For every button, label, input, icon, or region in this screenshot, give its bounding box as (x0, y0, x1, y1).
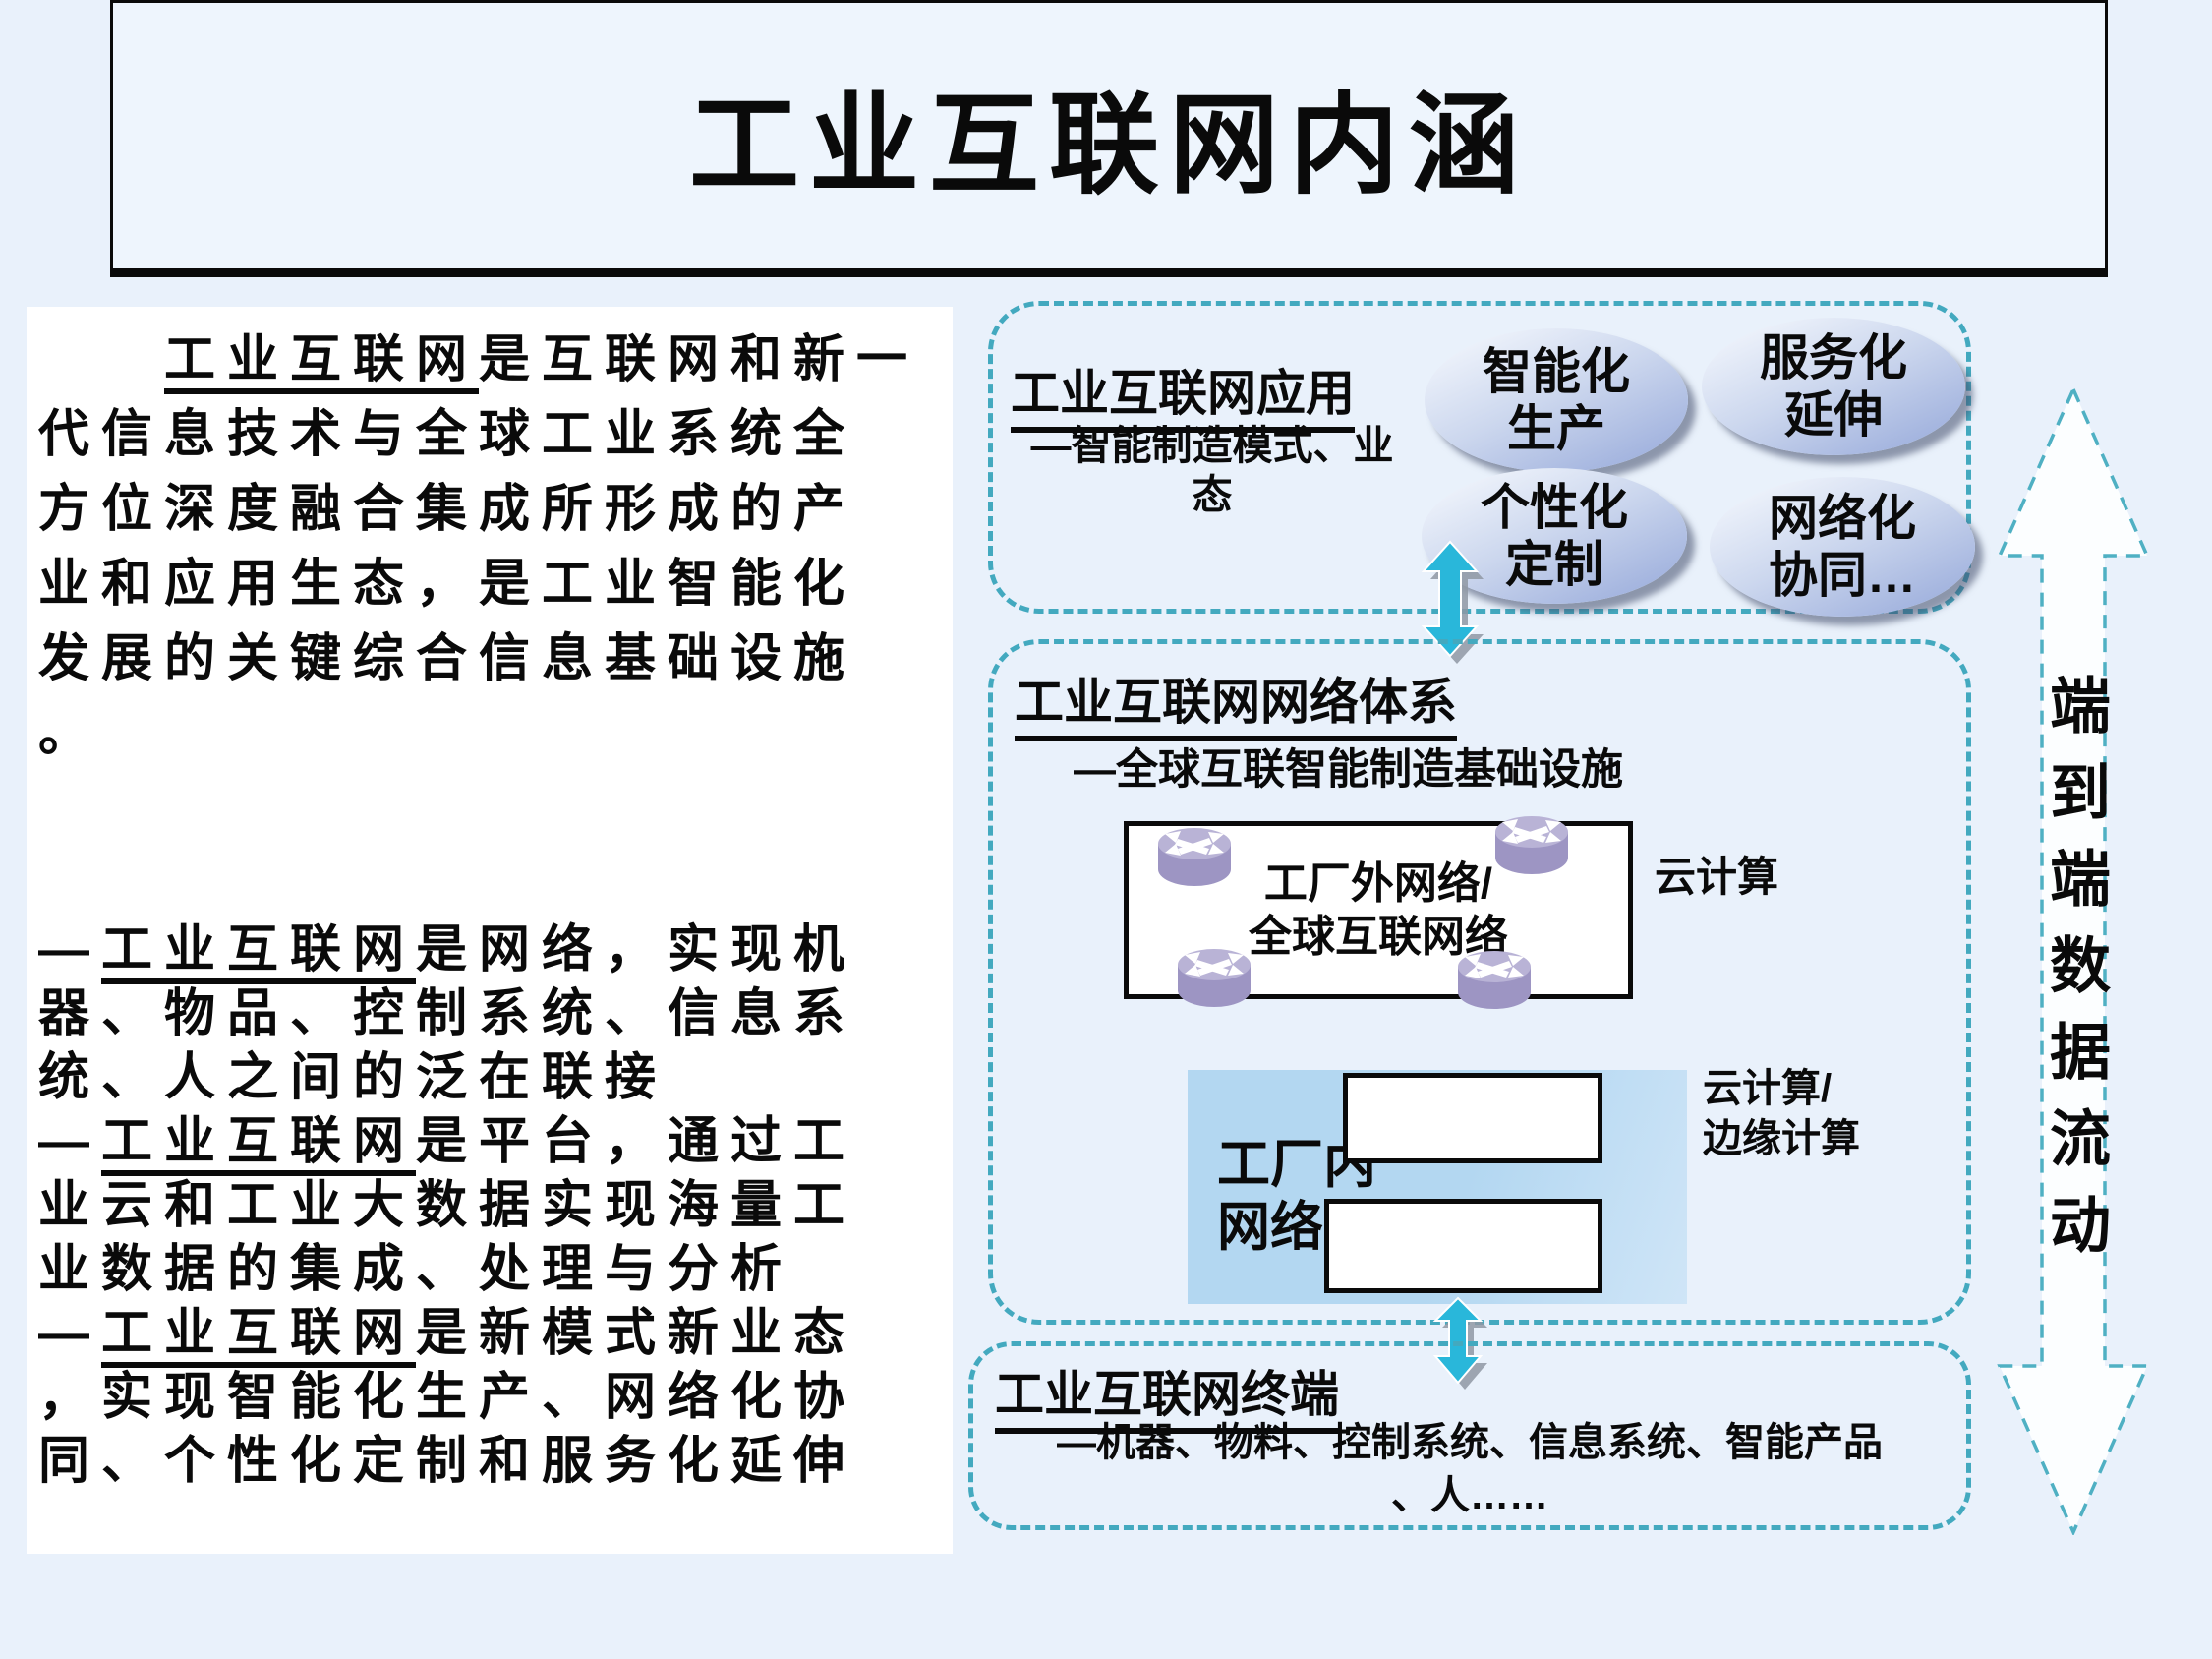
paragraph-text: 是新模式新业态 ，实现智能化生产、网络化协 同、个性化定制和服务化延伸 (38, 1305, 857, 1490)
internal-network-box-lower (1324, 1199, 1602, 1293)
cloud-computing-label: 云计算 (1655, 854, 1779, 900)
terminal-layer-title: 工业互联网终端 (995, 1355, 1339, 1434)
paragraph-text: 是互联网和新一 代信息技术与全球工业系统全 方位深度融合集成所形成的产 业和应用… (38, 331, 920, 762)
double-arrow-icon (1432, 1296, 1487, 1390)
router-icon (1495, 816, 1568, 874)
router-icon (1158, 828, 1231, 886)
application-layer-title: 工业互联网应用 (1011, 354, 1355, 433)
underlined-term: 工业互联网 (101, 1113, 417, 1176)
ellipse-label: 个性化 定制 (1481, 480, 1628, 592)
ellipse-label: 网络化 协同… (1769, 491, 1916, 603)
ellipse-smart-production: 智能化 生产 (1425, 328, 1688, 472)
network-layer-title: 工业互联网网络体系 (1015, 663, 1457, 741)
dash-prefix: — (38, 921, 101, 978)
ellipse-label: 服务化 延伸 (1760, 330, 1907, 443)
network-paragraph: —工业互联网是网络，实现机 器、物品、控制系统、信息系 统、人之间的泛在联接 (38, 918, 947, 1110)
paragraph-text: 是网络，实现机 器、物品、控制系统、信息系 统、人之间的泛在联接 (38, 921, 857, 1106)
external-network-label: 工厂外网络/ 全球互联网络 (1249, 859, 1508, 961)
terminal-layer-box (968, 1341, 1971, 1530)
new-mode-paragraph: —工业互联网是新模式新业态 ，实现智能化生产、网络化协 同、个性化定制和服务化延… (38, 1302, 947, 1494)
double-arrow-icon (1421, 540, 1484, 664)
page-title: 工业互联网内涵 (689, 84, 1529, 207)
end-to-end-arrow: 端到端数据流动 (1994, 385, 2153, 1537)
terminal-layer-subtitle: —机器、物料、控制系统、信息系统、智能产品 、人…… (1057, 1421, 1883, 1517)
dash-prefix: — (38, 1305, 101, 1362)
end-to-end-label: 端到端数据流动 (2040, 674, 2108, 1279)
ellipse-network-collaboration: 网络化 协同… (1710, 477, 1975, 617)
application-layer-box (988, 301, 1971, 614)
dash-prefix: — (38, 1113, 101, 1170)
underlined-term: 工业互联网 (164, 331, 480, 394)
left-text-panel: 工业互联网是互联网和新一 代信息技术与全球工业系统全 方位深度融合集成所形成的产… (27, 307, 953, 1554)
underlined-term: 工业互联网 (101, 1305, 417, 1368)
definition-paragraph: 工业互联网是互联网和新一 代信息技术与全球工业系统全 方位深度融合集成所形成的产… (38, 323, 947, 771)
internal-network-box-upper (1343, 1073, 1602, 1163)
network-layer-subtitle: —全球互联智能制造基础设施 (1074, 746, 1623, 794)
paragraph-text: 是平台，通过工 业云和工业大数据实现海量工 业数据的集成、处理与分析 (38, 1113, 857, 1298)
router-icon (1458, 951, 1531, 1009)
cloud-edge-computing-label: 云计算/ 边缘计算 (1703, 1067, 1860, 1160)
ellipse-service-extension: 服务化 延伸 (1702, 318, 1965, 455)
underlined-term: 工业互联网 (101, 921, 417, 984)
ellipse-label: 智能化 生产 (1483, 344, 1630, 456)
router-icon (1178, 949, 1251, 1007)
paragraph-indent (38, 331, 164, 388)
title-box: 工业互联网内涵 (110, 0, 2108, 277)
platform-paragraph: —工业互联网是平台，通过工 业云和工业大数据实现海量工 业数据的集成、处理与分析 (38, 1110, 947, 1302)
application-layer-subtitle: —智能制造模式、业 态 (1030, 423, 1394, 517)
vertical-double-arrow-icon (1997, 385, 2150, 1537)
